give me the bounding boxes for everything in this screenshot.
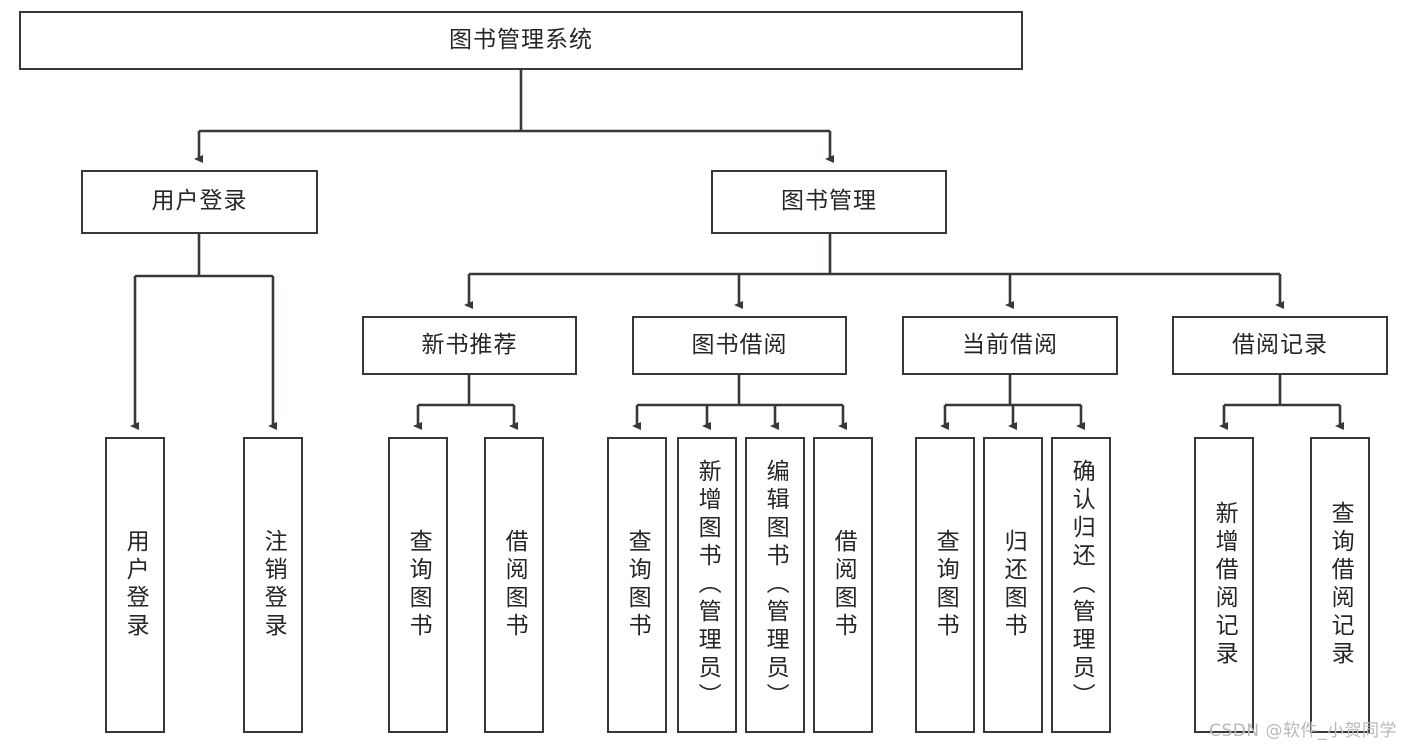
node-leaf-add-book-admin-label: 新增图书（管理员） [694,459,721,711]
node-borrow-record-label: 借阅记录 [1232,331,1328,358]
node-new-book-recommend[interactable]: 新书推荐 [362,316,577,375]
csdn-watermark: CSDN @软件_小贺同学 [1209,721,1397,741]
node-leaf-add-borrow-record-label: 新增借阅记录 [1211,501,1238,669]
node-leaf-return-book-label: 归还图书 [1000,529,1027,641]
node-current-borrow[interactable]: 当前借阅 [902,316,1118,375]
node-leaf-borrow-book-label: 借阅图书 [830,529,857,641]
node-leaf-confirm-return-admin[interactable]: 确认归还（管理员） [1051,437,1111,733]
node-user-login[interactable]: 用户登录 [81,170,318,234]
node-leaf-borrow-book-rec-label: 借阅图书 [501,529,528,641]
node-leaf-edit-book-admin[interactable]: 编辑图书（管理员） [745,437,805,733]
node-root[interactable]: 图书管理系统 [19,11,1023,70]
node-leaf-user-logout[interactable]: 注销登录 [243,437,303,733]
node-book-manage-label: 图书管理 [781,188,877,215]
node-root-label: 图书管理系统 [449,26,593,53]
node-leaf-query-book-rec[interactable]: 查询图书 [388,437,448,733]
node-new-book-recommend-label: 新书推荐 [421,331,518,358]
node-leaf-query-book-current[interactable]: 查询图书 [915,437,975,733]
node-leaf-query-book-borrow[interactable]: 查询图书 [607,437,667,733]
node-leaf-query-borrow-record-label: 查询借阅记录 [1327,501,1354,669]
node-borrow-record[interactable]: 借阅记录 [1172,316,1388,375]
node-leaf-user-login-label: 用户登录 [122,529,149,641]
node-leaf-add-book-admin[interactable]: 新增图书（管理员） [677,437,737,733]
node-user-login-label: 用户登录 [151,188,248,215]
node-current-borrow-label: 当前借阅 [962,331,1058,358]
node-leaf-user-login[interactable]: 用户登录 [105,437,165,733]
node-leaf-confirm-return-admin-label: 确认归还（管理员） [1068,459,1095,711]
node-leaf-query-book-current-label: 查询图书 [932,529,959,641]
node-leaf-query-borrow-record[interactable]: 查询借阅记录 [1310,437,1370,733]
node-leaf-borrow-book-rec[interactable]: 借阅图书 [484,437,544,733]
node-leaf-edit-book-admin-label: 编辑图书（管理员） [762,459,789,711]
node-leaf-query-book-rec-label: 查询图书 [405,529,432,641]
node-leaf-add-borrow-record[interactable]: 新增借阅记录 [1194,437,1254,733]
node-book-borrow-label: 图书借阅 [691,331,788,358]
node-leaf-return-book[interactable]: 归还图书 [983,437,1043,733]
node-leaf-user-logout-label: 注销登录 [260,529,287,641]
node-book-manage[interactable]: 图书管理 [711,170,947,234]
node-book-borrow[interactable]: 图书借阅 [632,316,847,375]
node-leaf-borrow-book[interactable]: 借阅图书 [813,437,873,733]
node-leaf-query-book-borrow-label: 查询图书 [624,529,651,641]
